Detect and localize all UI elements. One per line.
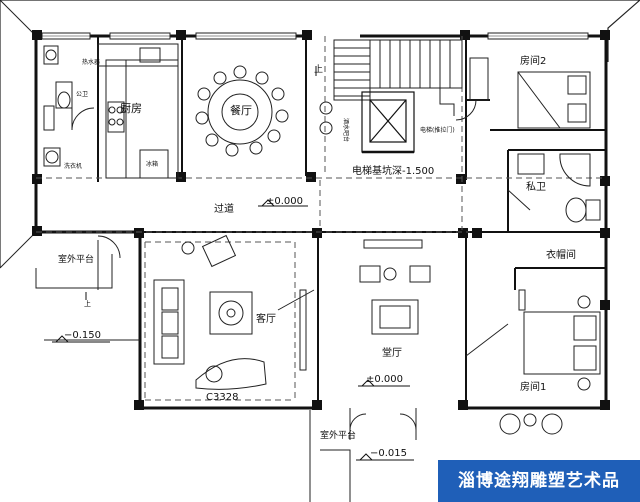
up-arrow-left-label: 上 [84,299,91,308]
public-wc-fixtures [43,45,95,167]
columns [32,30,610,410]
terrace-bottom-label: 室外平台 [320,429,356,441]
doors [97,99,477,440]
elevator-door-label: 电梯(推拉门) [420,126,455,134]
watermark-box [438,460,640,502]
hall-furniture [349,239,431,431]
dashed-lines [36,36,606,401]
hall-elevation: ±0.000 [366,374,403,385]
elevator-shaft [361,91,415,154]
fridge-label: 冰箱 [146,160,158,168]
washer-label: 洗衣机 [64,162,82,170]
kitchen-label: 厨房 [120,102,142,115]
window-code: C3328 [206,392,238,403]
roof-outline [0,0,640,268]
living-furniture [153,234,307,390]
public-wc-label: 公卫 [76,91,88,98]
sideboard-label: 酒水吧台 [342,118,350,142]
living-label: 客厅 [256,312,276,325]
hall-label: 堂厅 [382,347,402,359]
terrace-left-elevation: −0.150 [64,330,101,341]
terrace-left-label: 室外平台 [58,253,94,265]
private-bath-label: 私卫 [526,181,546,193]
corridor-elevation: ±0.000 [266,196,303,207]
kitchen-fixtures [97,43,179,179]
roof-outline-top-left [0,0,37,37]
watermark: 淄博途翔雕塑艺术品 [458,471,620,491]
stairs [333,39,463,116]
exterior-walls [34,34,608,410]
bedroom1-furniture [465,289,601,435]
exterior-boundaries [35,240,351,502]
dining-table [195,65,333,157]
elevation-markers [52,66,414,461]
bedroom1-label: 房间1 [520,380,546,393]
roof-outline-left-slope [0,231,37,269]
bedroom2-label: 房间2 [520,54,546,67]
corridor-label: 过道 [214,202,234,215]
interior-walls [97,36,606,408]
elevator-pit-elevation: 电梯基坑深-1.500 [352,164,434,177]
bedroom2-furniture [469,57,591,129]
water-heater-label: 热水器 [82,58,100,66]
dining-label: 餐厅 [230,103,252,117]
up-arrow-top-label: 上 [314,64,323,75]
terrace-bottom-elevation: −0.015 [370,448,407,459]
closet-label: 衣帽间 [546,248,576,261]
private-bath-fixtures [507,153,601,223]
